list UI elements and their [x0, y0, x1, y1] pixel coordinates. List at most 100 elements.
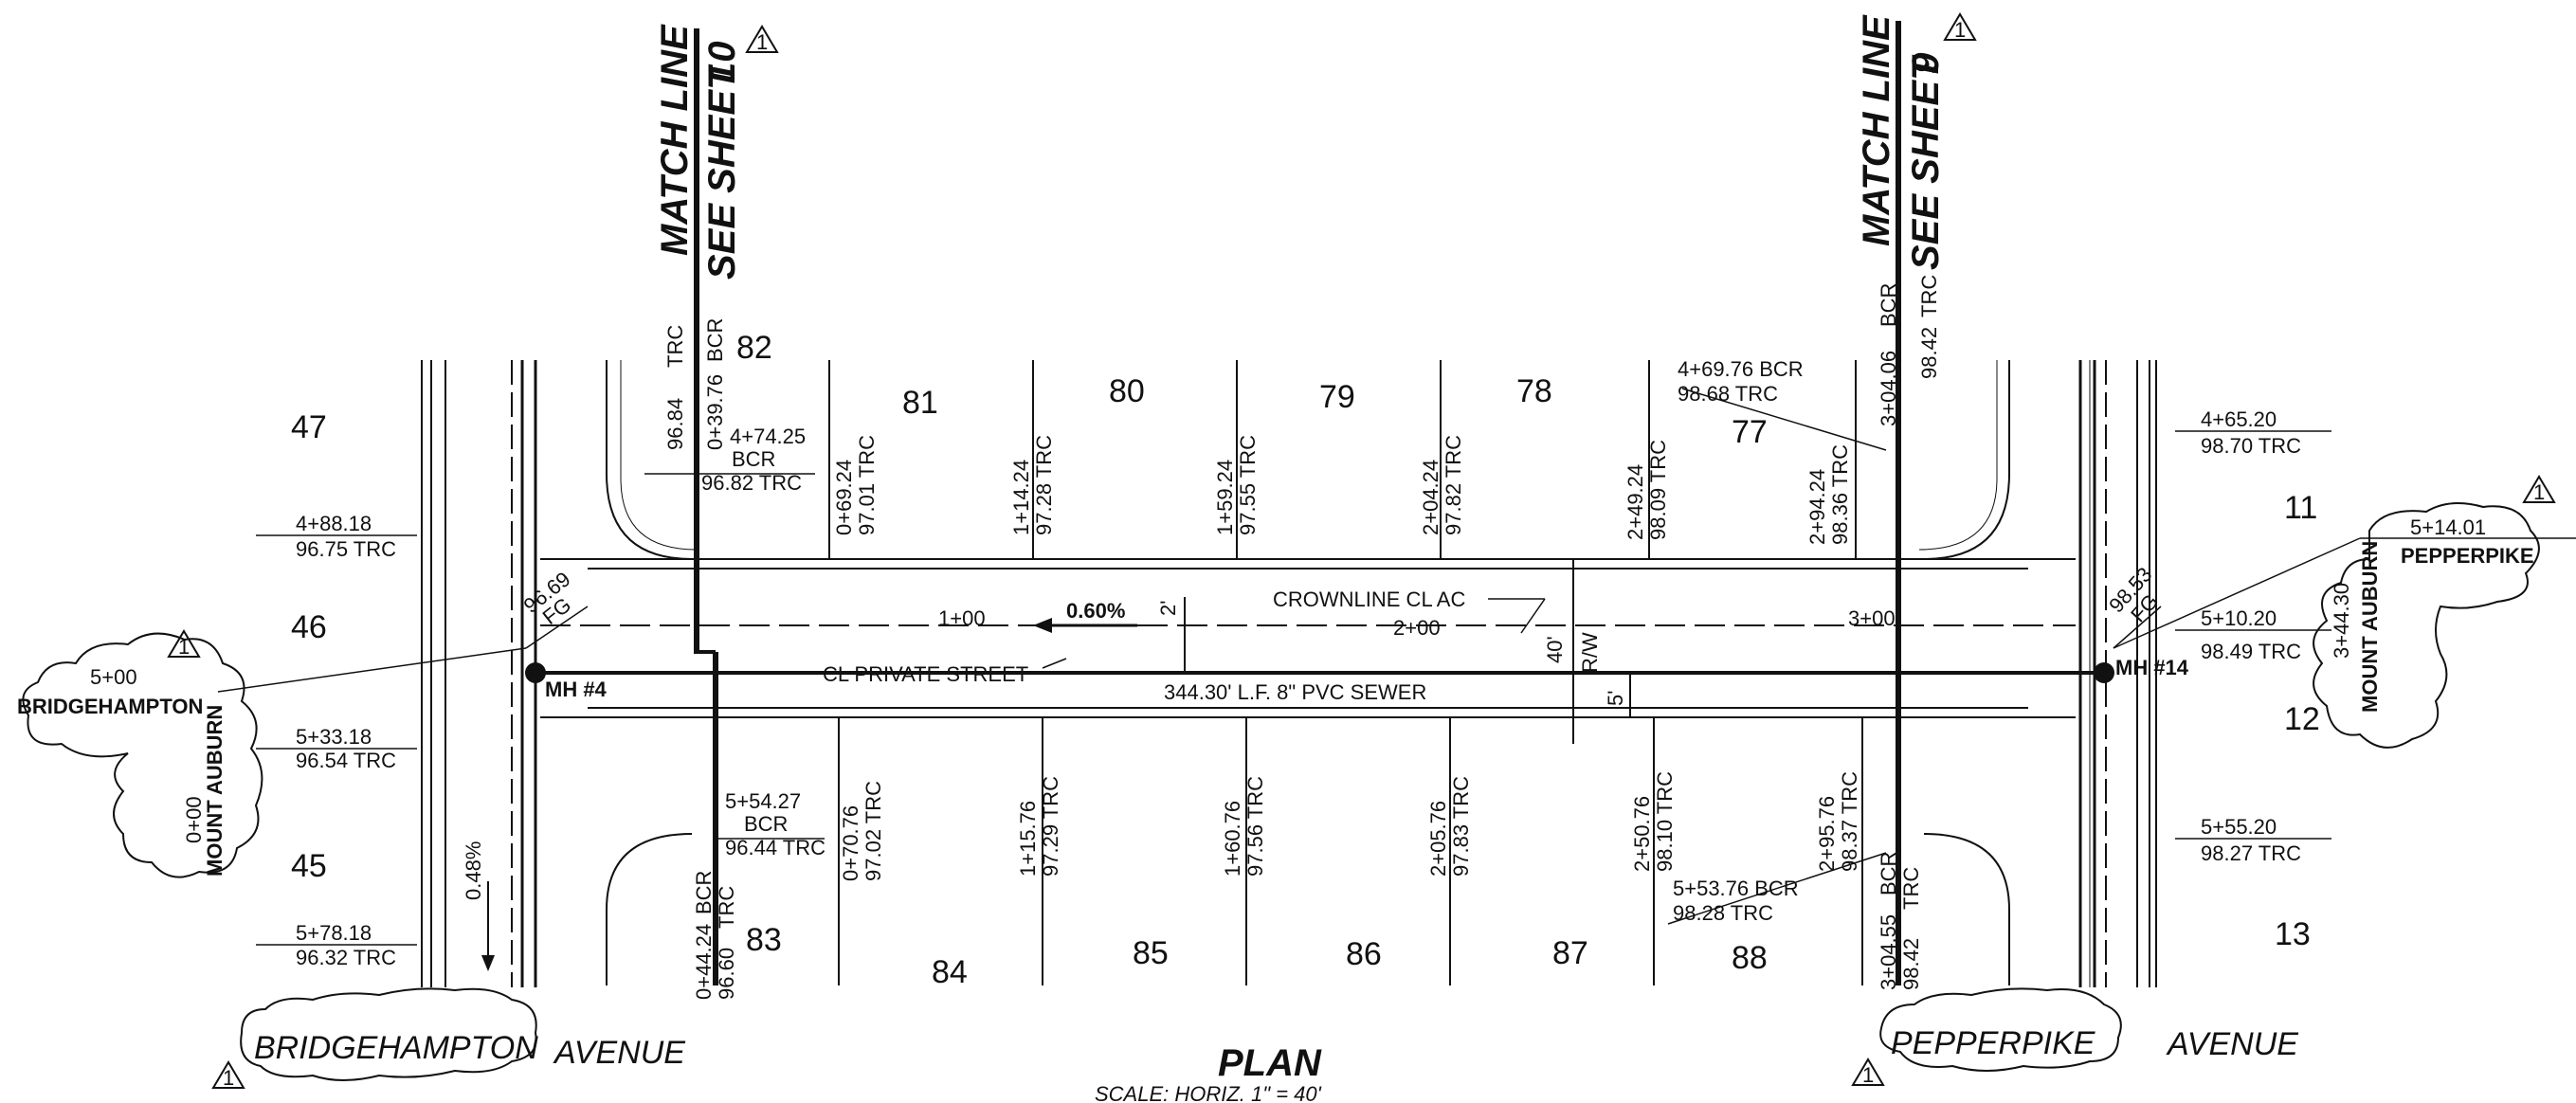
lot-81: 81 — [902, 385, 938, 421]
svg-text:96.60: 96.60 — [715, 948, 738, 1000]
lot-84: 84 — [932, 954, 968, 990]
lot-78: 78 — [1516, 373, 1552, 409]
revision-marks: 1 1 1 1 1 1 — [178, 18, 2545, 1090]
svg-text:BCR: BCR — [1877, 852, 1900, 895]
svg-text:1+14.24: 1+14.24 — [1009, 460, 1033, 535]
svg-text:2+50.76: 2+50.76 — [1630, 796, 1654, 872]
svg-text:TRC: TRC — [663, 325, 687, 368]
svg-text:5': 5' — [1604, 691, 1627, 706]
svg-text:AVENUE: AVENUE — [553, 1035, 685, 1071]
cloud-left-avenue — [240, 987, 537, 1081]
lot-45: 45 — [291, 848, 327, 884]
svg-text:97.55 TRC: 97.55 TRC — [1236, 435, 1260, 535]
svg-text:97.02 TRC: 97.02 TRC — [862, 781, 885, 881]
svg-text:BCR: BCR — [732, 447, 775, 471]
svg-text:0+39.76: 0+39.76 — [703, 374, 727, 450]
bridgehampton-avenue-name: BRIDGEHAMPTON — [254, 1030, 538, 1066]
svg-text:TRC: TRC — [1917, 275, 1941, 317]
svg-text:2+49.24: 2+49.24 — [1624, 464, 1647, 540]
svg-text:5+10.20: 5+10.20 — [2201, 606, 2277, 630]
svg-text:96.54 TRC: 96.54 TRC — [296, 749, 396, 772]
svg-text:4+88.18: 4+88.18 — [296, 512, 372, 535]
lot-86: 86 — [1346, 936, 1382, 972]
lot-46: 46 — [291, 609, 327, 645]
svg-text:0+70.76: 0+70.76 — [839, 805, 862, 881]
east-labels: 4+65.20 98.70 TRC 5+10.20 98.49 TRC 5+55… — [2201, 407, 2301, 865]
svg-text:98.37 TRC: 98.37 TRC — [1838, 771, 1861, 872]
sewer-label: 344.30' L.F. 8" PVC SEWER — [1164, 680, 1426, 704]
svg-text:1: 1 — [223, 1066, 234, 1090]
lot-85: 85 — [1133, 935, 1169, 971]
lot-87: 87 — [1552, 935, 1588, 971]
match-line-left-label: MATCH LINE SEE SHEET 10 — [654, 24, 743, 280]
svg-text:0+44.24: 0+44.24 — [692, 924, 716, 1000]
svg-text:BCR: BCR — [692, 871, 716, 914]
svg-text:BRIDGEHAMPTON: BRIDGEHAMPTON — [17, 695, 203, 718]
svg-text:98.36 TRC: 98.36 TRC — [1828, 444, 1852, 545]
south-station-lines — [838, 717, 1863, 985]
svg-text:5+78.18: 5+78.18 — [296, 921, 372, 945]
svg-text:96.75 TRC: 96.75 TRC — [296, 537, 396, 561]
svg-text:5+00: 5+00 — [90, 665, 137, 689]
svg-text:TRC: TRC — [715, 886, 738, 929]
lot-77: 77 — [1732, 414, 1768, 450]
cloud-left-labels: 5+00 BRIDGEHAMPTON 0+00 MOUNT AUBURN — [17, 665, 227, 877]
side-slope-arrow — [481, 881, 495, 971]
svg-text:SEE SHEET: SEE SHEET — [701, 63, 743, 280]
svg-text:SEE SHEET: SEE SHEET — [1905, 54, 1947, 270]
svg-text:MATCH LINE: MATCH LINE — [1856, 14, 1897, 246]
svg-text:5+14.01: 5+14.01 — [2410, 515, 2486, 539]
svg-text:2+94.24: 2+94.24 — [1805, 469, 1829, 545]
revision-triangle-icon — [167, 12, 2556, 1089]
svg-text:1+00: 1+00 — [938, 606, 986, 630]
svg-text:97.29 TRC: 97.29 TRC — [1039, 776, 1062, 877]
crownline-label: CROWNLINE CL AC — [1273, 588, 1465, 611]
lot-82: 82 — [736, 330, 772, 366]
svg-text:98.42: 98.42 — [1899, 938, 1923, 990]
scale-label: SCALE: HORIZ. 1" = 40' — [1095, 1082, 1322, 1103]
north-station-labels: 96.84 TRC 0+39.76 BCR 0+69.24 97.01 TRC … — [663, 275, 1941, 545]
svg-text:9: 9 — [1905, 52, 1947, 74]
manhole-right — [2094, 662, 2114, 683]
pepperpike-avenue-name: PEPPERPIKE — [1891, 1025, 2095, 1061]
svg-text:BCR: BCR — [703, 318, 727, 362]
svg-text:97.83 TRC: 97.83 TRC — [1449, 776, 1473, 877]
svg-text:MOUNT AUBURN: MOUNT AUBURN — [203, 705, 227, 877]
svg-text:3+44.30: 3+44.30 — [2330, 583, 2353, 659]
north-station-lines — [828, 360, 1857, 559]
lot-12: 12 — [2284, 701, 2320, 737]
slope-arrow — [1033, 618, 1137, 633]
manhole-left-label: MH #4 — [545, 678, 608, 701]
cloud-left — [22, 632, 263, 878]
lot-79: 79 — [1319, 379, 1355, 415]
svg-text:98.68 TRC: 98.68 TRC — [1678, 382, 1778, 406]
svg-text:3+04.06: 3+04.06 — [1877, 351, 1900, 426]
svg-text:98.28 TRC: 98.28 TRC — [1673, 901, 1773, 925]
svg-text:1: 1 — [1862, 1063, 1874, 1087]
svg-text:96.44 TRC: 96.44 TRC — [725, 836, 825, 859]
avenue-labels: BRIDGEHAMPTON AVENUE PEPPERPIKE AVENUE — [254, 1025, 2298, 1071]
svg-text:1: 1 — [756, 30, 768, 54]
svg-text:2+00: 2+00 — [1393, 616, 1441, 640]
lot-13: 13 — [2275, 916, 2311, 952]
lot-47: 47 — [291, 409, 327, 445]
cloud-right — [2313, 502, 2540, 749]
slope-label: 0.60% — [1066, 599, 1125, 623]
row-dimension — [1184, 559, 1631, 744]
svg-text:98.49 TRC: 98.49 TRC — [2201, 640, 2301, 663]
svg-text:1: 1 — [178, 635, 190, 659]
svg-text:MOUNT AUBURN: MOUNT AUBURN — [2358, 541, 2382, 713]
plan-title: PLAN — [1218, 1042, 1322, 1084]
svg-text:2': 2' — [1156, 601, 1180, 616]
svg-text:MATCH LINE: MATCH LINE — [654, 24, 696, 256]
svg-text:1: 1 — [1954, 18, 1966, 42]
lot-80: 80 — [1109, 373, 1145, 409]
svg-text:BCR: BCR — [744, 812, 788, 836]
svg-text:0+00: 0+00 — [182, 796, 206, 843]
svg-text:0+69.24: 0+69.24 — [832, 460, 856, 535]
svg-text:97.56 TRC: 97.56 TRC — [1243, 776, 1267, 877]
svg-text:40': 40' — [1543, 636, 1567, 663]
private-street-lines — [535, 360, 2104, 985]
svg-text:1: 1 — [2533, 480, 2545, 504]
match-line-right-label: MATCH LINE SEE SHEET 9 — [1856, 14, 1947, 270]
